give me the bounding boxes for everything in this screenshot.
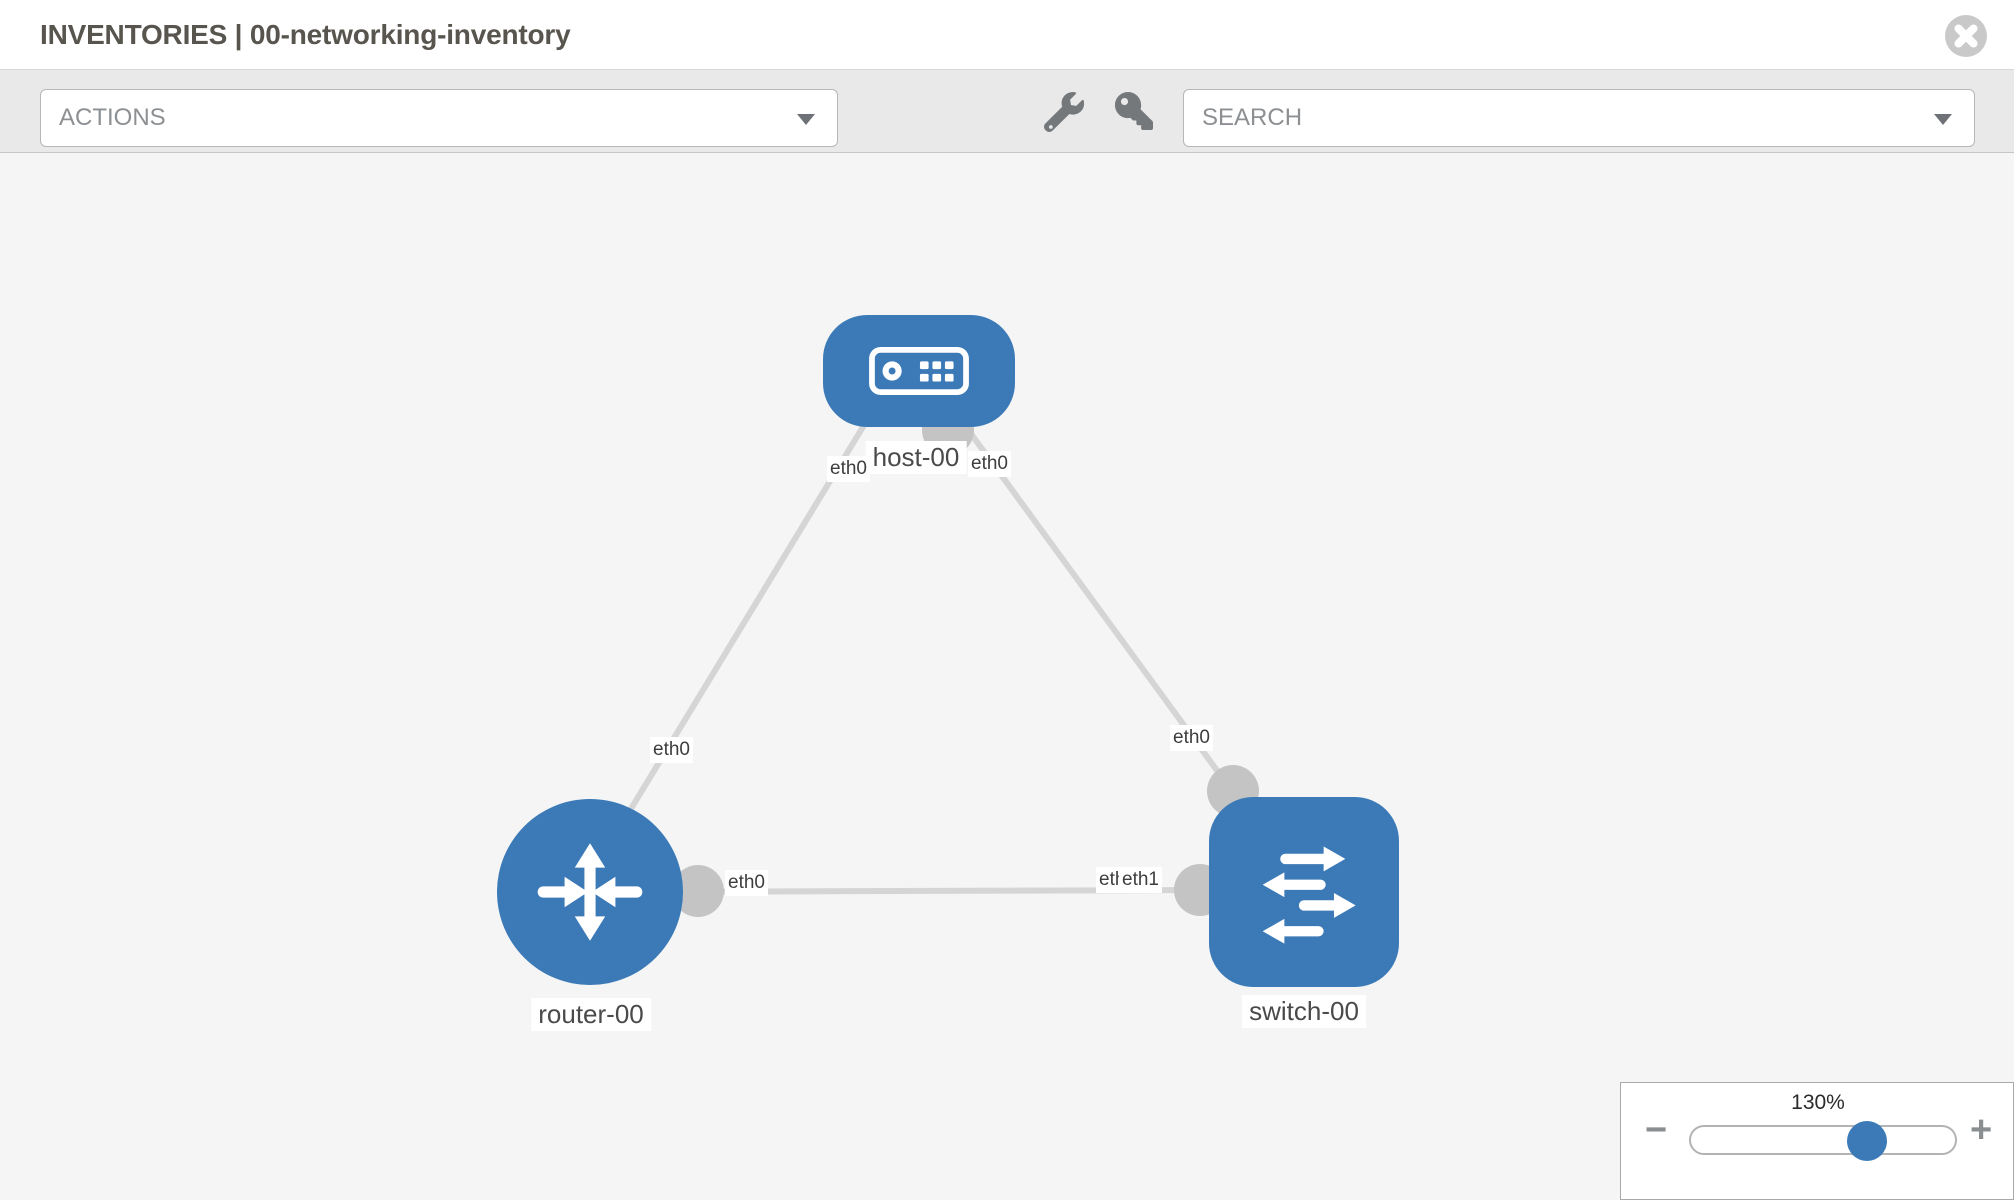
- interface-label-router-link-eth0: eth0: [650, 737, 693, 763]
- page-title: INVENTORIES | 00-networking-inventory: [40, 19, 571, 50]
- host-icon: [869, 347, 969, 395]
- topology-links-layer: [599, 404, 1259, 917]
- node-router-00[interactable]: [497, 799, 683, 985]
- actions-dropdown-label: ACTIONS: [59, 104, 166, 131]
- interface-label-host-eth0-right: eth0: [968, 451, 1011, 477]
- zoom-slider-thumb[interactable]: [1847, 1121, 1887, 1161]
- interface-label-host-eth0-left: eth0: [827, 456, 870, 482]
- switch-icon: [1262, 846, 1356, 944]
- interface-dot-router-eth0[interactable]: [672, 865, 724, 917]
- wrench-icon: [1044, 92, 1085, 132]
- key-icon: [1115, 92, 1153, 130]
- close-icon: [1945, 15, 1987, 57]
- search-dropdown-label: SEARCH: [1202, 104, 1303, 131]
- link-lines: [599, 410, 1243, 895]
- toolbar: ACTIONS SEARCH: [0, 70, 2014, 153]
- interface-label-switch-eth1: eth1: [1119, 867, 1162, 893]
- credentials-button[interactable]: [1114, 92, 1158, 134]
- interface-label-switch-eth0: eth0: [1170, 725, 1213, 751]
- search-dropdown[interactable]: SEARCH: [1183, 89, 1975, 147]
- node-label-router-00: router-00: [531, 998, 651, 1031]
- node-label-host-00: host-00: [865, 441, 967, 474]
- configure-button[interactable]: [1044, 92, 1088, 134]
- node-label-switch-00: switch-00: [1242, 995, 1366, 1028]
- interface-dots: [672, 404, 1259, 917]
- zoom-in-button[interactable]: +: [1970, 1109, 1993, 1151]
- interface-label-router-eth0: eth0: [725, 870, 768, 896]
- topology-canvas[interactable]: host-00 router-00 switch-00 eth0 eth0 et…: [0, 154, 2014, 1200]
- zoom-slider-track[interactable]: [1689, 1121, 1957, 1161]
- node-host-00[interactable]: [823, 315, 1015, 427]
- node-switch-00[interactable]: [1209, 797, 1399, 987]
- chevron-down-icon: [797, 114, 815, 125]
- breadcrumb-header: INVENTORIES | 00-networking-inventory: [0, 0, 2014, 70]
- zoom-level-value: 130%: [1791, 1091, 1845, 1114]
- zoom-control-panel: 130% − +: [1620, 1082, 2014, 1200]
- close-button[interactable]: [1944, 14, 1988, 58]
- zoom-out-button[interactable]: −: [1645, 1109, 1668, 1151]
- router-icon: [537, 843, 643, 941]
- chevron-down-icon: [1934, 114, 1952, 125]
- actions-dropdown[interactable]: ACTIONS: [40, 89, 838, 147]
- link-host-router: [609, 410, 875, 842]
